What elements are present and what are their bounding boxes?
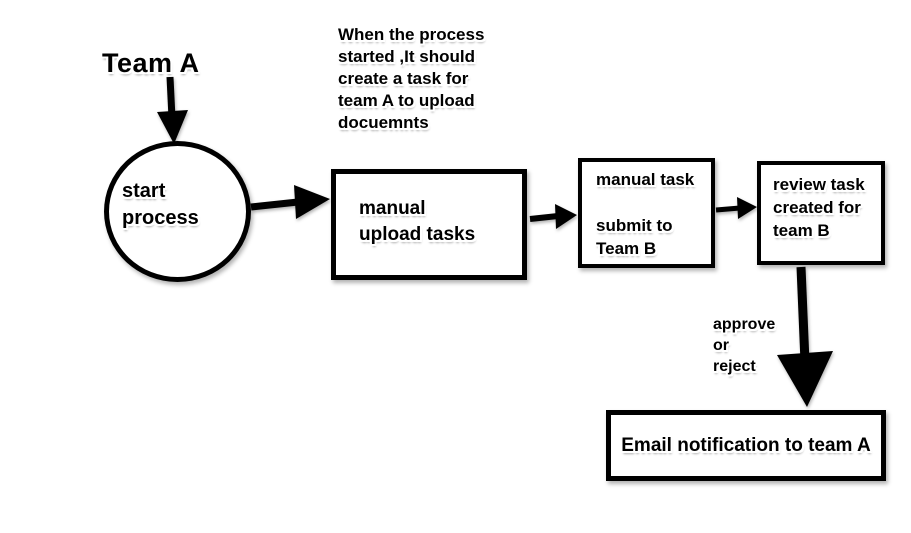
node-manual-task-submit [578, 158, 715, 268]
node-start-process [104, 141, 251, 282]
node-review-task [757, 161, 885, 265]
node-review-task-label: review task created for team B [773, 175, 865, 240]
edge-label-approve-or-reject: approve or reject [713, 316, 776, 375]
node-email-notification [606, 410, 886, 481]
node-email-notification-label: Email notification to team A [621, 434, 871, 456]
node-manual-upload-tasks-label: manual upload tasks [359, 198, 476, 245]
node-manual-upload-tasks [331, 169, 527, 280]
annotation-process-start-note: When the process started ,It should crea… [338, 25, 485, 132]
arrow-start-to-upload [250, 185, 330, 219]
arrow-team-a-to-start [157, 76, 188, 144]
actor-label-team-a: Team A [102, 48, 200, 78]
node-manual-task-submit-label: manual task submit to Team B [596, 170, 695, 258]
arrow-review-to-email [777, 266, 833, 407]
arrow-submit-to-review [715, 197, 757, 219]
node-start-process-label: start process [122, 180, 199, 229]
arrow-upload-to-submit [529, 204, 577, 229]
